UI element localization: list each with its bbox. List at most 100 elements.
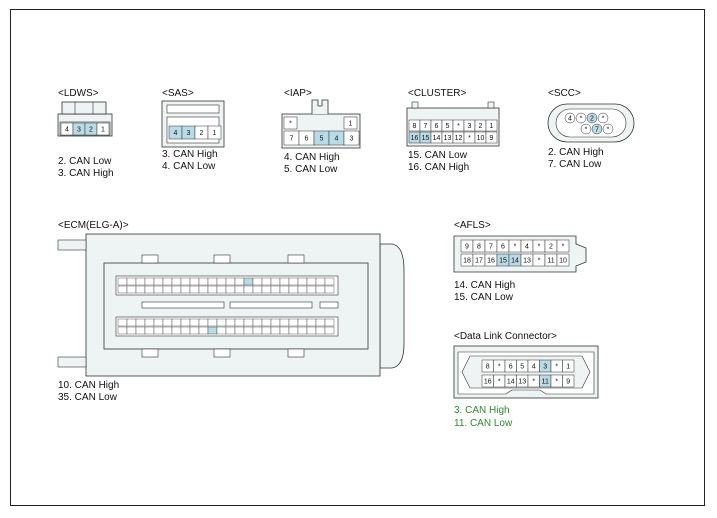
ecm-pin-cell [279, 318, 290, 327]
cluster-pin-label: 5 [446, 123, 450, 130]
ecm-pin-cell [198, 326, 209, 335]
ecm-pin-cell [306, 285, 317, 294]
ecm-pin-cell [126, 285, 137, 294]
ecm-pin-cell [171, 318, 182, 327]
iap-title: <IAP> [284, 88, 312, 99]
sas-note-1: 3. CAN High [162, 149, 218, 160]
afls-pin-label: * [514, 244, 517, 251]
dlc-pin-label: 14 [507, 379, 515, 386]
ecm-pin-cell [180, 318, 191, 327]
cluster-pin-label: 6 [435, 123, 439, 130]
scc-pin-cell [597, 112, 609, 124]
ecm-pin-cell [261, 285, 272, 294]
ecm-pin-cell [198, 318, 209, 327]
afls-pin-label: 8 [477, 244, 481, 251]
ecm-pin-cell [153, 277, 164, 286]
scc-pin-cell [602, 123, 614, 135]
dlc-pin-label: 4 [532, 364, 536, 371]
cluster-pin-label: * [468, 135, 471, 142]
ecm-pin-cell [270, 326, 281, 335]
afls-pin-label: 11 [547, 258, 554, 265]
ecm-pin-cell [324, 285, 335, 294]
ldws-note-1: 2. CAN Low [58, 156, 112, 167]
dlc-pin-label: * [498, 379, 501, 386]
dlc-pin-label: * [532, 379, 535, 386]
ecm-pin-cell [162, 318, 173, 327]
dlc-pin-cell [562, 359, 575, 373]
ecm-pin-cell [207, 277, 218, 286]
ecm-pin-cell [297, 277, 308, 286]
ecm-pin-cell [297, 318, 308, 327]
cluster-pin-label: 9 [490, 135, 494, 142]
sas-note-2: 4. CAN Low [162, 161, 216, 172]
iap-pin-cell [343, 130, 360, 146]
afls-pin-label: * [538, 258, 541, 265]
ecm-note-1: 10. CAN High [58, 380, 120, 391]
ecm-pin-cell [216, 285, 227, 294]
cluster-pin-label: 14 [433, 135, 441, 142]
ecm-pin-cell [315, 318, 326, 327]
iap-pin-label: 6 [305, 136, 309, 143]
cluster-pin-label: 7 [424, 123, 428, 130]
cluster-pin-label: 16 [411, 135, 419, 142]
ecm-pin-cell [225, 277, 236, 286]
ecm-pin-cell [252, 326, 263, 335]
ecm-pin-cell [261, 326, 272, 335]
scc-pin-label: * [585, 127, 588, 134]
ecm-pin-cell [243, 285, 254, 294]
ecm-pin-cell [153, 285, 164, 294]
ecm-note-2: 35. CAN Low [58, 392, 117, 403]
scc-pin-cell [591, 123, 603, 135]
ecm-pin-cell [288, 285, 299, 294]
ecm-pin-cell [117, 277, 128, 286]
afls-pin-label: 16 [487, 258, 495, 265]
ecm-pin-cell [189, 285, 200, 294]
ecm-pin-cell [162, 326, 173, 335]
scc-pin-label: 2 [590, 116, 594, 123]
afls-pin-label: 13 [523, 258, 531, 265]
ecm-pin-cell [315, 285, 326, 294]
cluster-pin-label: 1 [490, 123, 494, 130]
ecm-pin-cell [144, 326, 155, 335]
cluster-pin-label: 10 [477, 135, 485, 142]
cluster-pin-label: 2 [479, 123, 483, 130]
sas-pin-label: 1 [213, 130, 217, 137]
afls-pin-label: 18 [463, 258, 471, 265]
dlc-note-1: 3. CAN High [454, 405, 510, 416]
iap-pin-label: 4 [335, 136, 339, 143]
sas-pin-cell [207, 125, 222, 140]
sas-pin-label: 3 [187, 130, 191, 137]
afls-title: <AFLS> [454, 220, 491, 231]
scc-note-1: 2. CAN High [548, 147, 604, 158]
scc-pin-cell [575, 112, 587, 124]
ecm-pin-cell [288, 326, 299, 335]
ldws-title: <LDWS> [58, 88, 99, 99]
ecm-pin-cell [234, 326, 245, 335]
ecm-pin-cell [324, 326, 335, 335]
ecm-pin-cell [252, 277, 263, 286]
ecm-pin-cell [243, 326, 254, 335]
ecm-pin-cell [279, 277, 290, 286]
dlc-pin-label: 11 [542, 379, 549, 386]
afls-pin-label: 9 [465, 244, 469, 251]
iap-note-2: 5. CAN Low [284, 164, 338, 175]
ldws-pin-label: 2 [89, 127, 93, 134]
sas-pin-label: 4 [174, 130, 178, 137]
sas-title: <SAS> [162, 88, 194, 99]
ecm-pin-cell [279, 326, 290, 335]
diagram-frame [10, 9, 705, 506]
ldws-note-2: 3. CAN High [58, 168, 114, 179]
iap-pin-label: * [289, 121, 292, 128]
scc-connector: 4*2**7* [547, 103, 635, 143]
ecm-pin-cell [324, 277, 335, 286]
dlc-pin-label: 8 [486, 364, 490, 371]
dlc-pin-label: 16 [484, 379, 492, 386]
ecm-pin-cell [189, 277, 200, 286]
afls-pin-cell [556, 253, 570, 267]
iap-pin-cell [283, 116, 298, 130]
ecm-pin-cell [216, 277, 227, 286]
ecm-pin-cell [315, 326, 326, 335]
ecm-pin-cell [261, 277, 272, 286]
